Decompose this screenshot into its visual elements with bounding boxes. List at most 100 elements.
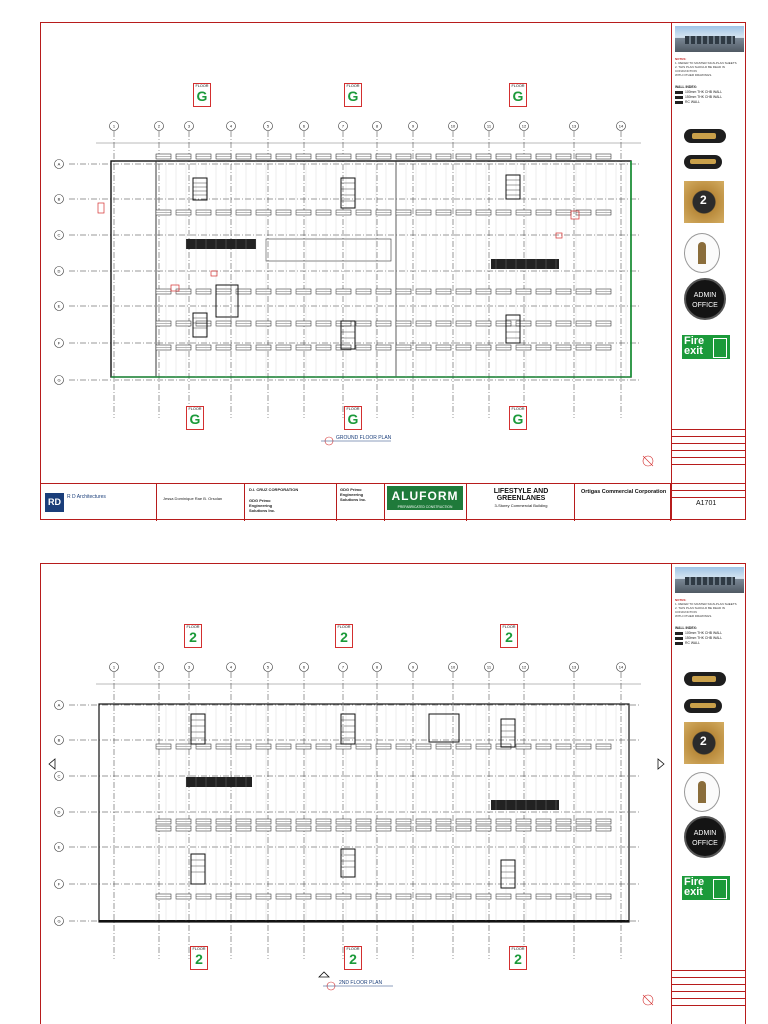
grid-column-bubble: 4 — [226, 121, 236, 131]
shop-unit — [515, 320, 532, 327]
shop-unit — [315, 320, 332, 327]
shop-unit — [455, 288, 472, 295]
shop-unit — [175, 818, 192, 825]
shop-unit — [235, 825, 252, 832]
grid-row-bubble: A — [54, 700, 64, 710]
shop-unit — [295, 818, 312, 825]
svg-text:10: 10 — [451, 665, 456, 670]
aluform-logo: ALUFORM — [387, 486, 463, 506]
shop-unit — [295, 209, 312, 216]
shop-unit — [375, 320, 392, 327]
shop-unit — [215, 344, 232, 351]
sidebar-legend: NOTES: 1. REFER TO MASTER SIGN-PLAN SHEE… — [671, 564, 746, 1024]
shop-unit — [395, 825, 412, 832]
shop-unit — [215, 825, 232, 832]
shop-unit — [415, 288, 432, 295]
contractor-name: GDG Primo Engineering Solutions Inc. — [249, 498, 276, 513]
shop-unit — [175, 153, 192, 160]
shop-unit — [275, 153, 292, 160]
note-line: 2. THIS PLAN SHOULD BE READ IN CONJUNCTI… — [675, 65, 725, 73]
svg-text:4: 4 — [230, 665, 233, 670]
shop-unit — [255, 344, 272, 351]
grid-column-bubble: 13 — [569, 662, 579, 672]
shop-unit — [215, 320, 232, 327]
shop-unit — [375, 209, 392, 216]
project-subtitle: 3-Storey Commercial Building — [494, 503, 548, 508]
shop-unit — [315, 344, 332, 351]
shop-unit — [435, 818, 452, 825]
grid-row-bubble: F — [54, 879, 64, 889]
shop-unit — [515, 288, 532, 295]
shop-unit — [315, 153, 332, 160]
shop-unit — [195, 344, 212, 351]
shop-unit — [195, 153, 212, 160]
wall-index-title: WALL INDEX: — [675, 626, 697, 630]
shop-unit — [335, 818, 352, 825]
grid-column-bubble: 5 — [263, 121, 273, 131]
shop-unit — [275, 825, 292, 832]
shop-unit — [295, 288, 312, 295]
shop-unit — [475, 153, 492, 160]
svg-text:G: G — [57, 919, 60, 924]
shop-unit — [415, 743, 432, 750]
shop-unit — [215, 288, 232, 295]
svg-text:11: 11 — [487, 124, 492, 129]
grid-column-bubble: 11 — [484, 121, 494, 131]
shop-unit — [595, 320, 612, 327]
grid-column-bubble: 2 — [154, 662, 164, 672]
grid-column-bubble: 12 — [519, 662, 529, 672]
architect-signature-cell: Jessa Dominique Rae B. Orsolan — [157, 484, 245, 521]
shop-unit — [315, 825, 332, 832]
note-line: 1. REFER TO MASTER SIGN-PLAN SHEETS — [675, 61, 737, 65]
shop-unit — [175, 825, 192, 832]
shop-unit — [215, 153, 232, 160]
shop-unit — [495, 209, 512, 216]
shop-unit — [155, 825, 172, 832]
shop-unit — [435, 288, 452, 295]
shop-unit — [535, 153, 552, 160]
shop-unit — [355, 344, 372, 351]
grid-column-bubble: 13 — [569, 121, 579, 131]
shop-unit — [235, 818, 252, 825]
svg-text:1: 1 — [113, 665, 116, 670]
grid-row-bubble: E — [54, 842, 64, 852]
grid-column-bubble: 5 — [263, 662, 273, 672]
shop-unit — [195, 893, 212, 900]
firm-logo: RD — [45, 493, 64, 512]
grid-row-bubble: G — [54, 375, 64, 385]
shop-unit — [515, 209, 532, 216]
grid-row-bubble: C — [54, 230, 64, 240]
shop-unit — [275, 288, 292, 295]
shop-unit — [555, 743, 572, 750]
grid-column-bubble: 6 — [299, 121, 309, 131]
svg-text:E: E — [58, 304, 61, 309]
grid-column-bubble: 3 — [184, 121, 194, 131]
svg-text:14: 14 — [619, 124, 624, 129]
shop-unit — [375, 893, 392, 900]
shop-unit — [595, 288, 612, 295]
shop-unit — [495, 320, 512, 327]
directional-sign-image — [684, 129, 726, 143]
plan-title: 2ND FLOOR PLAN — [339, 980, 383, 986]
note-line: WITH OTHER DRAWINGS. — [675, 614, 713, 618]
building-render-image — [675, 567, 744, 593]
shop-unit — [275, 320, 292, 327]
shop-unit — [575, 893, 592, 900]
client-cell: Ortigas Commercial Corporation — [575, 484, 671, 521]
grid-column-bubble: 8 — [372, 662, 382, 672]
svg-text:4: 4 — [230, 124, 233, 129]
grid-column-bubble: 4 — [226, 662, 236, 672]
shop-unit — [255, 893, 272, 900]
grid-column-bubble: 6 — [299, 662, 309, 672]
contractor-cell: GDG Primo Engineering Solutions Inc. — [337, 484, 385, 521]
shop-unit — [575, 743, 592, 750]
shop-unit — [355, 209, 372, 216]
shop-unit — [415, 818, 432, 825]
svg-text:13: 13 — [572, 124, 577, 129]
grid-row-bubble: B — [54, 194, 64, 204]
shop-unit — [155, 818, 172, 825]
